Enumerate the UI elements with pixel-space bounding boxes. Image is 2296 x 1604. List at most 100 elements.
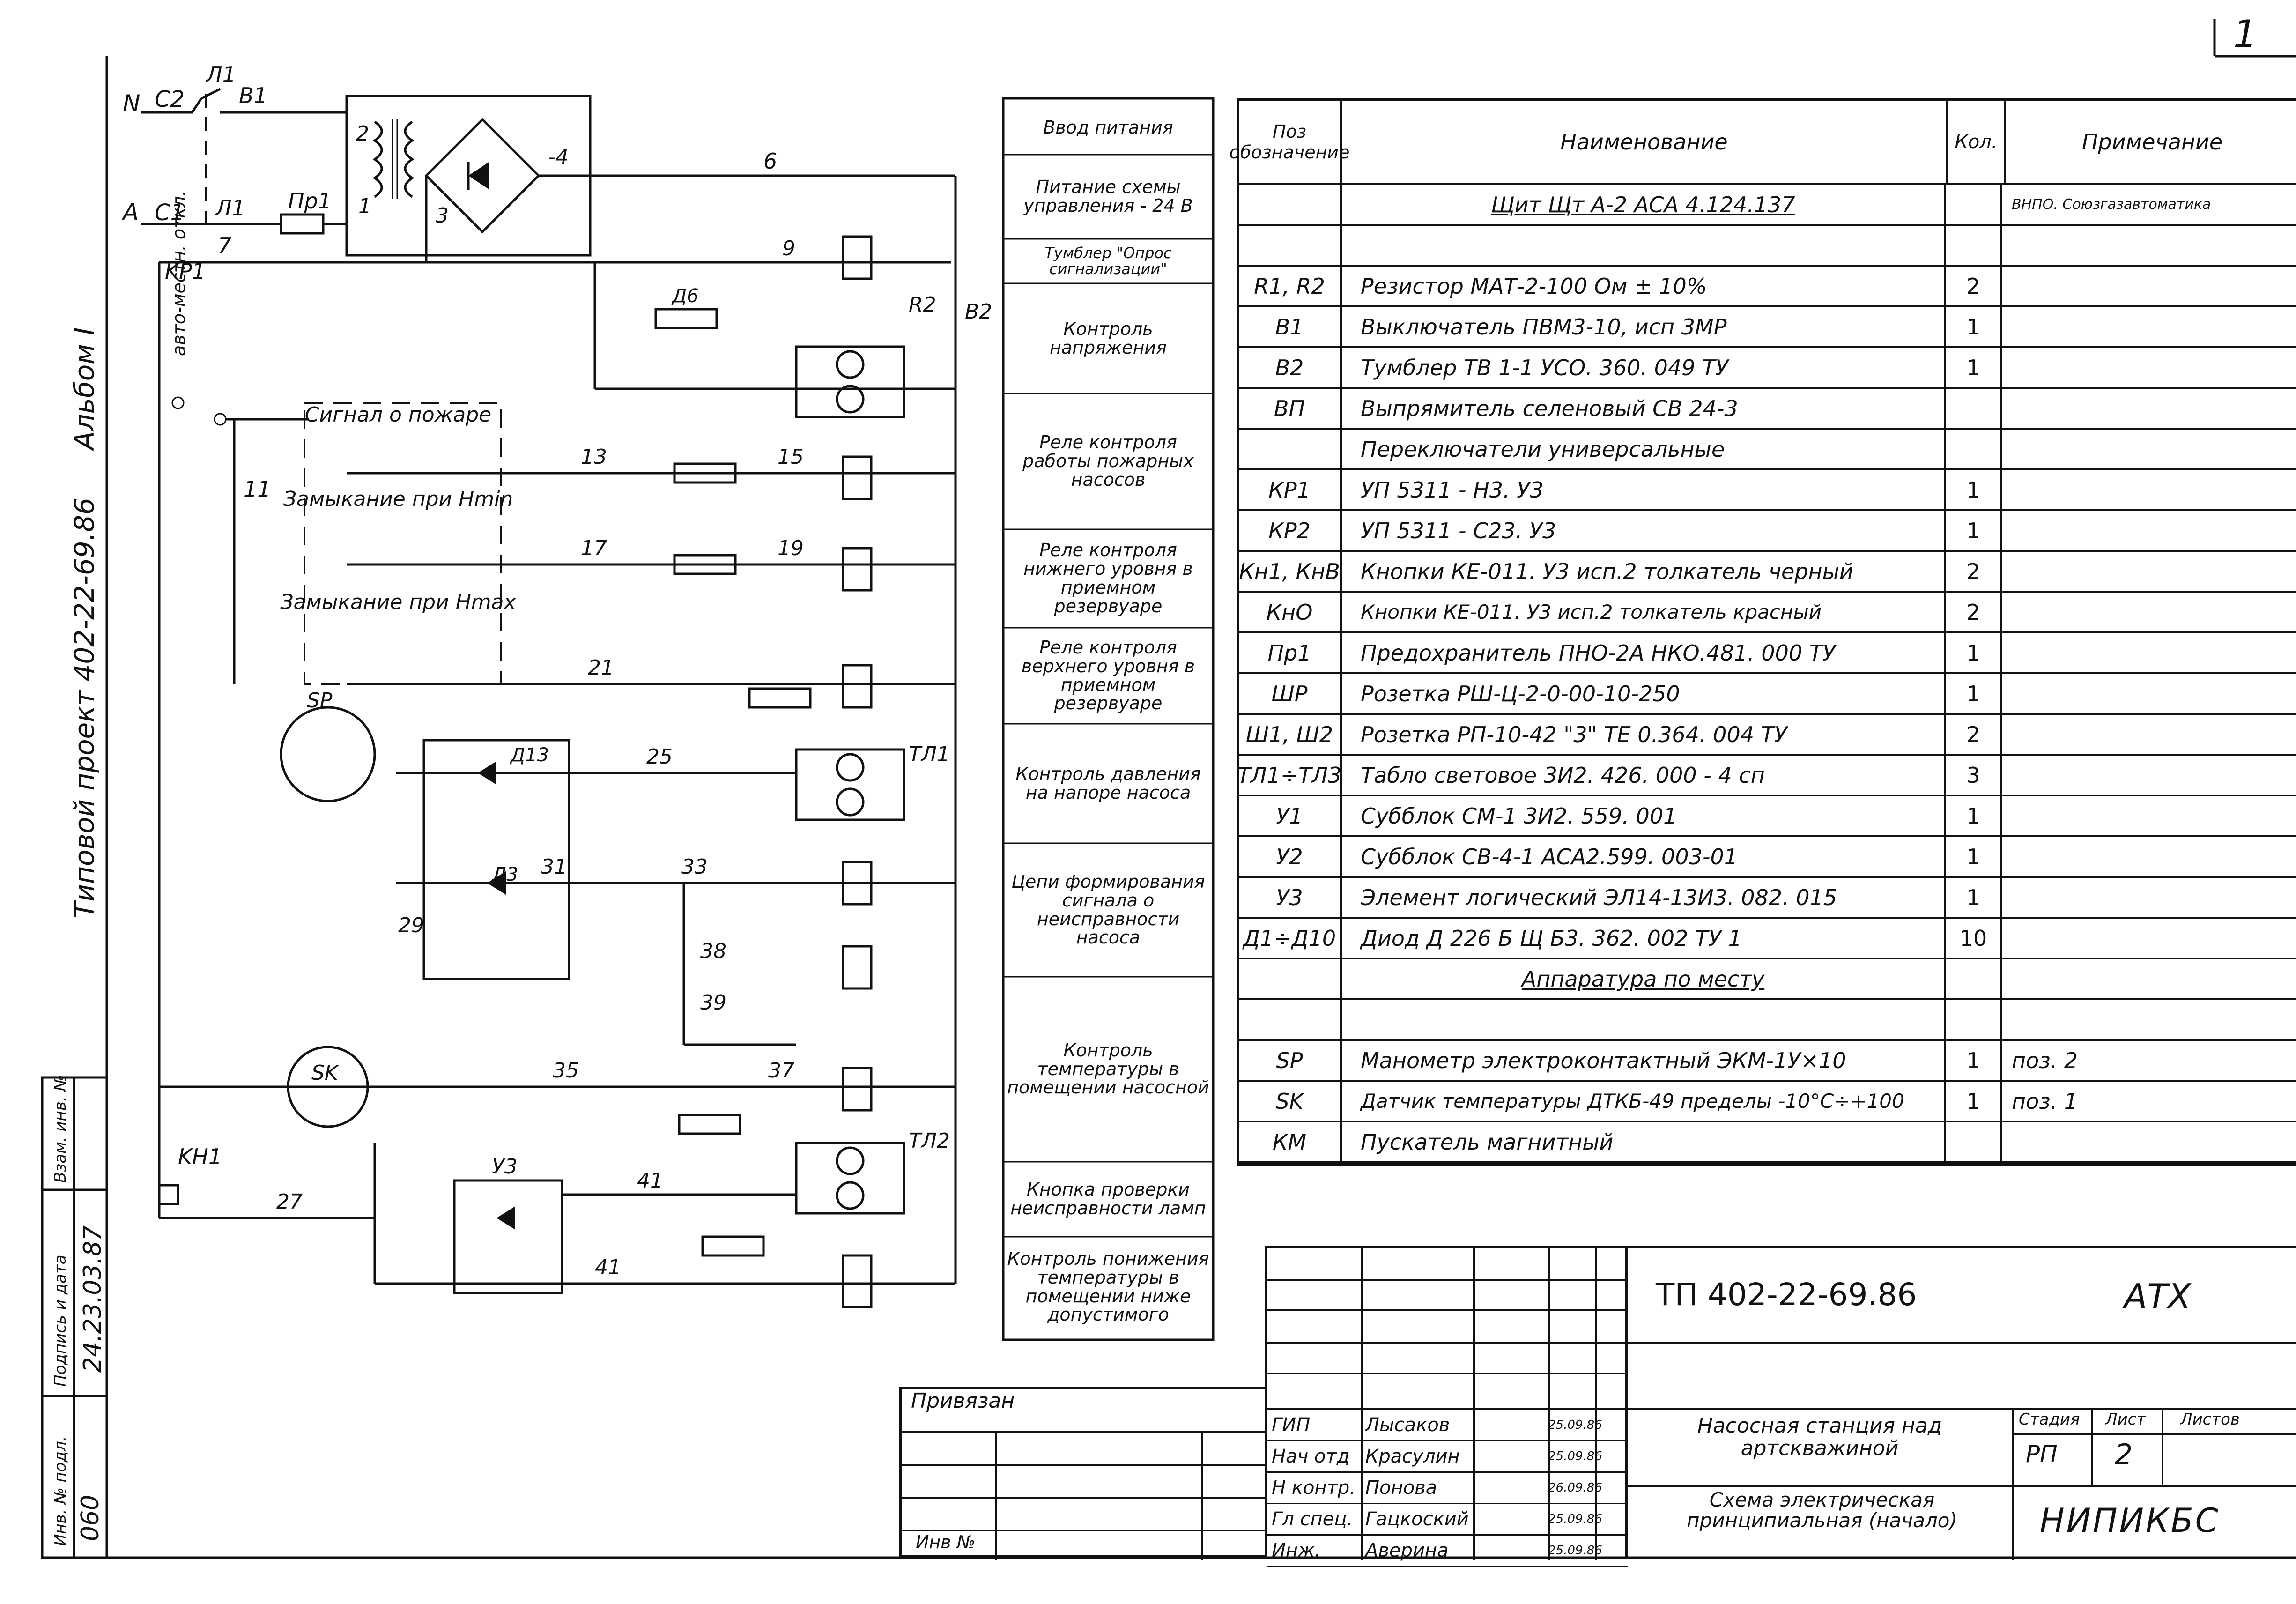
- cell-pos: SP: [1239, 1041, 1342, 1080]
- func-voltage-control: Контроль напряжения: [1050, 318, 1167, 358]
- cell-note: [2002, 796, 2296, 835]
- lamp-board-tl2: [795, 748, 905, 821]
- privyazan-label: Привязан: [911, 1389, 1015, 1413]
- cell-pos: [1239, 959, 1342, 998]
- cell-qty: 1: [1946, 307, 2002, 346]
- svg-text:33: 33: [681, 855, 708, 879]
- signature-name: Красулин: [1365, 1446, 1460, 1467]
- cell-qty: 1: [1946, 837, 2002, 876]
- cell-qty: [1946, 1122, 2002, 1161]
- cell-pos: КР1: [1239, 470, 1342, 509]
- inv-podl-value: 060: [76, 1495, 104, 1541]
- signature-date: 25.09.86: [1548, 1449, 1602, 1463]
- signature-name: Понова: [1365, 1477, 1437, 1499]
- cell-name: [1342, 1000, 1946, 1039]
- object-name: Насосная станция над артскважиной: [1697, 1414, 1942, 1461]
- func-power-input: Ввод питания: [1043, 117, 1173, 138]
- sign-date-label: Подпись и дата: [51, 1255, 70, 1387]
- close-hmax-label: Замыкание при Hmax: [280, 590, 516, 614]
- cell-pos: R1, R2: [1239, 267, 1342, 305]
- cell-qty: [1946, 1000, 2002, 1039]
- resistor-r2: [678, 1114, 741, 1135]
- cell-note: [2002, 633, 2296, 672]
- cell-name: Пускатель магнитный: [1342, 1122, 1946, 1161]
- func-low-level-relay: Реле контроля нижнего уровня в приемном …: [1023, 540, 1193, 616]
- signature-name: Аверина: [1365, 1540, 1449, 1561]
- sign-date-value: 24.23.03.87: [79, 1225, 107, 1373]
- cell-pos: Пр1: [1239, 633, 1342, 672]
- table-row: [1239, 1000, 2296, 1041]
- cell-pos: Кн1, КнВ: [1239, 552, 1342, 591]
- table-row: [1239, 226, 2296, 267]
- cell-note: [2002, 552, 2296, 591]
- auto-local-label: авто-местн. откл.: [169, 190, 189, 356]
- cell-qty: [1946, 959, 2002, 998]
- cell-name: Розетка РП-10-42 "3" ТЕ 0.364. 004 ТУ: [1342, 715, 1946, 754]
- doc-mark: АТХ: [2124, 1277, 2191, 1316]
- signature-role: ГИП: [1272, 1414, 1311, 1436]
- svg-text:17: 17: [581, 536, 607, 560]
- doc-code: ТП 402-22-69.86: [1656, 1277, 1917, 1313]
- svg-text:41: 41: [595, 1255, 621, 1279]
- signature-row: Нач отд Красулин 25.09.86: [1267, 1441, 1628, 1473]
- cell-qty: 1: [1946, 1082, 2002, 1121]
- cell-pos: [1239, 226, 1342, 265]
- cell-pos: КР2: [1239, 511, 1342, 550]
- cell-qty: 2: [1946, 715, 2002, 754]
- cell-pos: [1239, 1000, 1342, 1039]
- cell-note: [2002, 389, 2296, 428]
- relay-u2-p1: [842, 455, 873, 500]
- terminal-c1: C1: [155, 200, 185, 226]
- svg-text:19: 19: [778, 536, 804, 560]
- svg-text:У3: У3: [492, 1155, 518, 1179]
- side-stamp: Инв. № подл. 060 Подпись и дата 24.23.03…: [41, 1075, 108, 1559]
- cell-name: Субблок СМ-1 3И2. 559. 001: [1342, 796, 1946, 835]
- cell-note: ВНПО. Союзгазавтоматика: [2012, 196, 2211, 213]
- wire-6: 6: [763, 149, 777, 174]
- svg-text:41: 41: [637, 1169, 663, 1193]
- cell-name: Переключатели универсальные: [1342, 430, 1946, 468]
- cell-qty: 1: [1946, 470, 2002, 509]
- cell-name: Резистор МАТ-2-100 Ом ± 10%: [1342, 267, 1946, 305]
- cell-qty: 1: [1946, 1041, 2002, 1080]
- cell-note: [2002, 959, 2296, 998]
- signal-fire-label: Сигнал о пожаре: [305, 403, 491, 427]
- resistor-u2-r2: [673, 554, 737, 575]
- signature-role: Гл спец.: [1272, 1508, 1353, 1530]
- resistor-r1: [654, 308, 718, 329]
- cell-pos: [1239, 185, 1342, 224]
- table-row: Переключатели универсальные: [1239, 430, 2296, 470]
- cell-name: Выпрямитель селеновый СВ 24-3: [1342, 389, 1946, 428]
- svg-text:SK: SK: [311, 1061, 340, 1085]
- signature-date: 25.09.86: [1548, 1544, 1602, 1558]
- relay-u2-p4: [842, 861, 873, 906]
- signature-role: Нач отд: [1272, 1446, 1350, 1467]
- sheet-label: Лист: [2105, 1410, 2146, 1429]
- cell-note: [2002, 470, 2296, 509]
- signature-name: Гацкоский: [1365, 1508, 1469, 1530]
- cell-qty: [1946, 185, 2002, 224]
- svg-text:21: 21: [588, 656, 614, 680]
- cell-note: [2002, 267, 2296, 305]
- test-button-kh1: [158, 1184, 179, 1205]
- func-high-level-relay: Реле контроля верхнего уровня в приемном…: [1021, 637, 1195, 714]
- svg-text:38: 38: [700, 939, 726, 963]
- cell-pos: Д1÷Д10: [1239, 919, 1342, 958]
- svg-text:1: 1: [358, 194, 371, 218]
- cell-note: [2002, 1000, 2296, 1039]
- cell-pos: [1239, 430, 1342, 468]
- cell-pos: У3: [1239, 878, 1342, 917]
